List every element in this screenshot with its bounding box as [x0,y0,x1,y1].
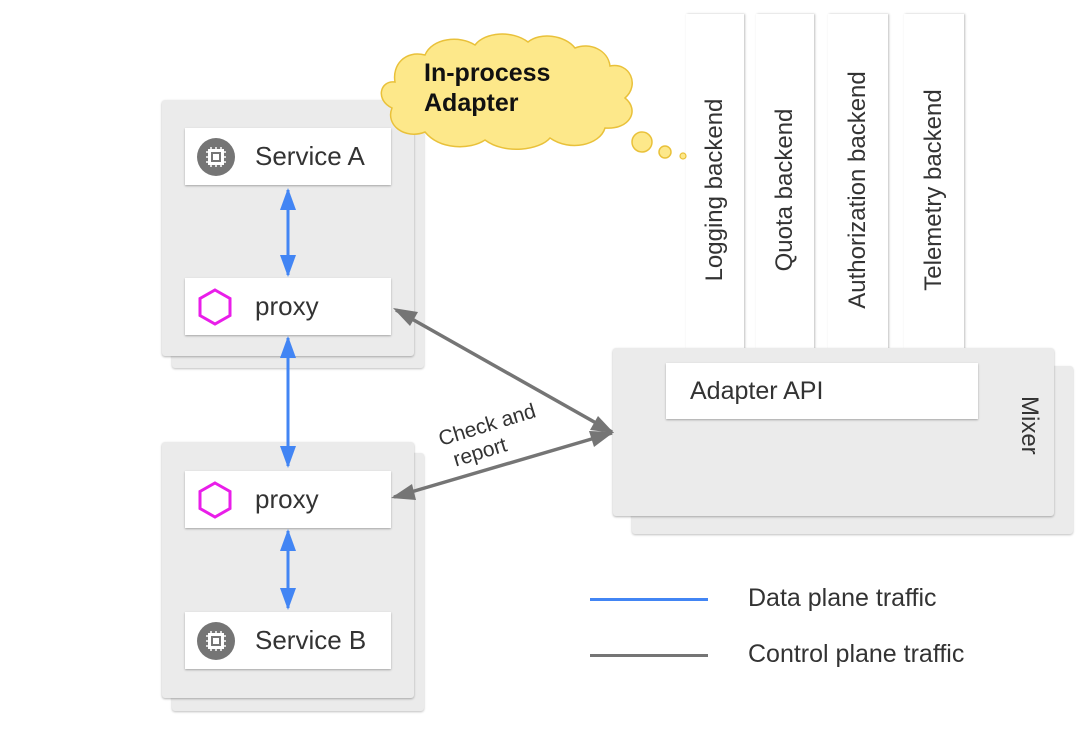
service-b-label: Service B [255,625,367,655]
service-b-card: Service B [185,612,391,669]
cloud-label-line2: Adapter [424,89,519,117]
data-plane-arrow-service-a-proxy-a [280,188,296,277]
adapter-api-label: Adapter API [690,376,824,405]
legend: Data plane traffic Control plane traffic [590,582,1030,672]
proxy-b-label: proxy [255,484,319,514]
in-process-adapter-cloud [380,33,687,160]
backend-logging: Logging backend [686,14,744,366]
proxy-b-card: proxy [185,471,391,528]
backend-telemetry: Telemetry backend [904,14,964,366]
legend-control-plane-swatch [590,654,708,657]
backend-authorization: Authorization backend [828,14,888,366]
proxy-a-card: proxy [185,278,391,335]
adapter-api-card: Adapter API [666,363,978,419]
mixer-box: Adapter API Mixer [613,348,1054,516]
legend-data-plane-swatch [590,598,708,601]
control-plane-arrow-proxy-a-mixer [393,308,614,434]
proxy-hexagon-icon [197,287,233,327]
proxy-hexagon-icon [197,480,233,520]
data-plane-arrow-proxy-a-proxy-b [280,336,296,468]
data-plane-arrow-proxy-b-service-b [280,529,296,610]
service-chip-icon [196,137,236,177]
proxy-a-label: proxy [255,291,319,321]
service-a-label: Service A [255,141,365,171]
service-a-card: Service A [185,128,391,185]
legend-control-plane-label: Control plane traffic [748,640,965,668]
cloud-label-line1: In-process [424,59,551,87]
backend-quota: Quota backend [756,14,814,366]
service-chip-icon [196,621,236,661]
cloud-label: In-process Adapter [424,58,550,118]
control-plane-arrow-proxy-b-mixer [391,431,614,500]
legend-data-plane-label: Data plane traffic [748,584,937,612]
